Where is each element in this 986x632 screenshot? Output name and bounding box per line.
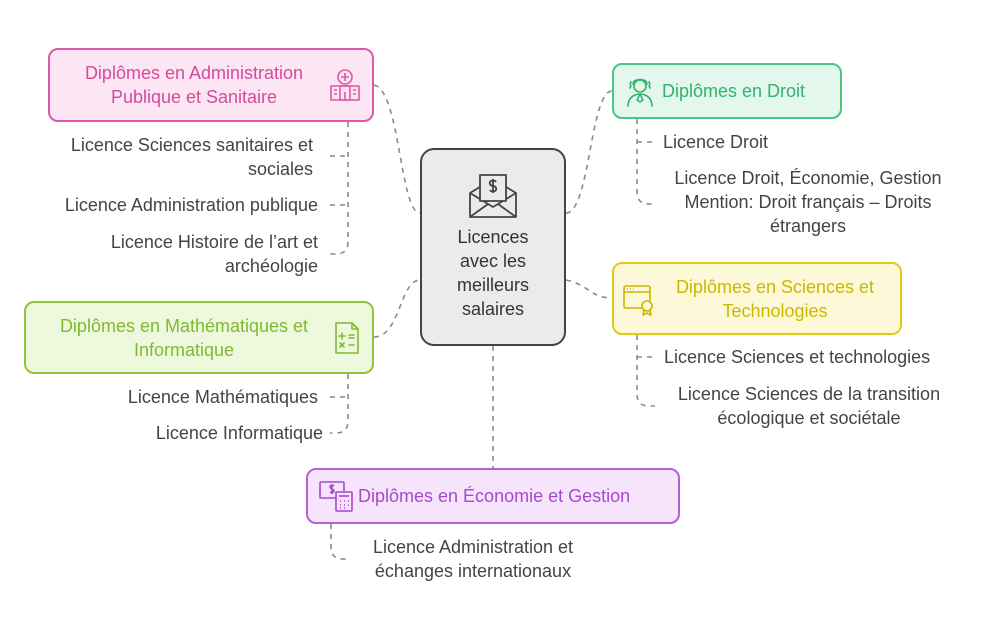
connector-math (373, 279, 421, 338)
branch-title: Diplômes en Mathématiques et Informatiqu… (59, 315, 309, 360)
branch-math: Diplômes en Mathématiques et Informatiqu… (24, 301, 374, 374)
center-title-line: avec les (459, 251, 527, 271)
list-item: Licence Sciences et technologies (664, 347, 931, 367)
connector-droit-items (636, 119, 655, 205)
list-item: Licence Sciences de la transition écolog… (677, 384, 941, 428)
branch-title: Diplômes en Économie et Gestion (358, 486, 631, 506)
list-item: Licence Droit, Économie, Gestion Mention… (674, 168, 942, 236)
list-item: Licence Administration publique (64, 195, 318, 215)
branch-droit: Diplômes en Droit (612, 63, 842, 119)
list-item: Licence Informatique (155, 423, 323, 443)
connector-droit (565, 90, 613, 214)
connector-admin-items (330, 122, 349, 255)
money-envelope-icon (468, 173, 518, 219)
connector-eco-items (330, 524, 350, 560)
judge-person-icon (624, 74, 656, 108)
money-calculator-icon (318, 480, 354, 512)
list-item: Licence Sciences sanitaires et sociales (70, 135, 313, 179)
list-item: Licence Administration et échanges inter… (372, 537, 574, 581)
connector-sci (565, 279, 613, 299)
center-title-line: meilleurs (456, 275, 530, 295)
center-title-line: salaires (461, 299, 525, 319)
branch-admin: Diplômes en Administration Publique et S… (48, 48, 374, 122)
calculator-sheet-icon (332, 321, 362, 355)
connector-math-items (330, 374, 349, 434)
branch-economie: Diplômes en Économie et Gestion (306, 468, 680, 524)
hospital-icon (328, 68, 362, 102)
center-title-line: Licences (457, 227, 529, 247)
connector-admin (373, 84, 421, 214)
certified-browser-icon (622, 282, 656, 316)
list-item: Licence Droit (663, 132, 769, 152)
list-item: Licence Histoire de l’art et archéologie (110, 232, 318, 276)
branch-sciences: Diplômes en Sciences et Technologies (612, 262, 902, 335)
branch-title: Diplômes en Administration Publique et S… (84, 63, 304, 107)
center-node: Licences avec les meilleurs salaires (420, 148, 566, 346)
branch-title: Diplômes en Droit (662, 81, 806, 101)
branch-title: Diplômes en Sciences et Technologies (675, 276, 875, 321)
list-item: Licence Mathématiques (127, 387, 318, 407)
connector-sci-items (636, 335, 655, 407)
